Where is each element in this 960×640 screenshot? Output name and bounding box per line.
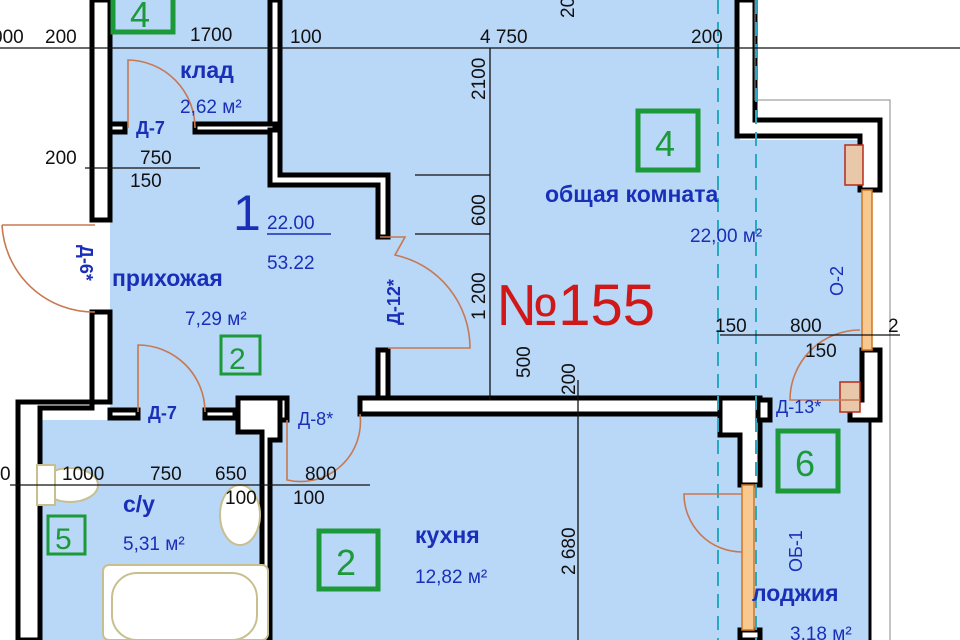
dimension-lines <box>0 47 960 640</box>
dimension: 200 <box>559 363 580 395</box>
room-area-klad: 2,62 м² <box>180 97 242 118</box>
door-label: Д-7 <box>136 118 165 138</box>
door-swings <box>1 59 861 553</box>
room-code: 4 <box>655 123 675 164</box>
dimension: 200 <box>45 27 77 48</box>
dimension: 100 <box>290 27 322 48</box>
axis-lines <box>717 0 757 640</box>
dimension: 2100 <box>469 58 490 100</box>
living-area: 22.00 <box>267 213 315 234</box>
dimension: 800 <box>790 316 822 337</box>
room-area-bathroom: 5,31 м² <box>123 534 185 555</box>
door-label: Д-13* <box>776 397 821 417</box>
room-code: 2 <box>229 343 246 376</box>
dimension: 20 <box>558 0 579 18</box>
dimension: 500 <box>514 346 535 378</box>
room-name-bathroom: с/у <box>123 491 155 517</box>
door-label: Д-6* <box>76 245 96 281</box>
room-area-living-room: 22,00 м² <box>690 226 762 247</box>
dimension: 200 <box>691 27 723 48</box>
window-label: ОБ-1 <box>786 530 806 572</box>
total-area: 53.22 <box>267 253 315 274</box>
room-code: 5 <box>55 523 72 556</box>
dimension: 150 <box>715 316 747 337</box>
room-code: 2 <box>336 542 356 583</box>
apartment-index: 1 <box>233 185 261 241</box>
dimension: 0 <box>0 464 11 485</box>
dimension: 1000 <box>62 464 104 485</box>
windows-frames <box>741 144 873 631</box>
room-name-hallway: прихожая <box>112 265 223 291</box>
dimension: 150 <box>130 171 162 192</box>
dimension: 1700 <box>190 25 232 46</box>
dimension: 2 680 <box>559 527 580 575</box>
room-area-hallway: 7,29 м² <box>185 309 247 330</box>
dimension: 200 <box>45 148 77 169</box>
room-name-living-room: общая комната <box>545 181 718 207</box>
dimension: 800 <box>305 464 337 485</box>
room-name-kitchen: кухня <box>415 522 480 548</box>
room-name-klad: клад <box>180 57 234 83</box>
dimension: 650 <box>215 464 247 485</box>
room-code: 6 <box>795 443 815 484</box>
dimension: 100 <box>293 488 325 509</box>
door-label: Д-7 <box>148 403 177 423</box>
dimension: 600 <box>469 194 490 226</box>
room-area-loggia: 3,18 м² <box>790 624 852 640</box>
dimension: 750 <box>140 148 172 169</box>
window-label: О-2 <box>827 266 847 296</box>
door-label: Д-8* <box>298 409 333 429</box>
dimension: 100 <box>225 488 257 509</box>
dimension: 750 <box>150 464 182 485</box>
dimension-labels: 000 200 1700 100 4 750 200 2100 20 200 7… <box>0 0 899 575</box>
room-code: 4 <box>130 0 150 35</box>
dimension: 150 <box>805 341 837 362</box>
dimension: 4 750 <box>480 27 528 48</box>
room-code-boxes: 4 4 2 5 2 6 <box>46 0 841 592</box>
dimension: 2 <box>888 316 899 337</box>
apartment-number: №155 <box>496 273 655 338</box>
walls <box>15 0 891 640</box>
room-area-kitchen: 12,82 м² <box>415 567 487 588</box>
dimension: 1 200 <box>469 272 490 320</box>
room-name-loggia: лоджия <box>752 580 839 606</box>
door-label: Д-12* <box>384 279 404 325</box>
dimension: 000 <box>0 27 24 48</box>
